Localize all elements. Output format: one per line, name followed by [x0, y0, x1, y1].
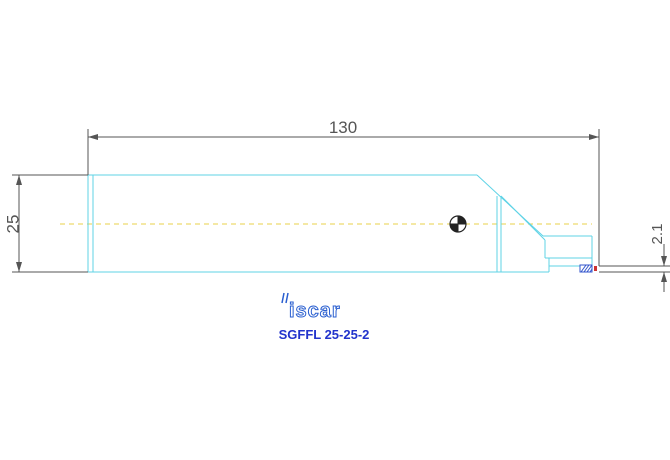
depth-dimension	[599, 244, 670, 292]
height-dimension	[12, 174, 88, 273]
iscar-logo: iscar	[281, 292, 341, 323]
length-dimension-label: 130	[329, 118, 357, 137]
depth-dimension-label: 2.1	[649, 224, 666, 245]
svg-text:iscar: iscar	[289, 300, 341, 322]
centerline-crosshair-icon	[449, 215, 467, 233]
tool-body	[87, 174, 593, 273]
cutting-insert	[579, 264, 597, 273]
height-dimension-label: 25	[3, 215, 22, 234]
part-number-label: SGFFL 25-25-2	[279, 327, 370, 342]
length-dimension	[87, 129, 600, 266]
